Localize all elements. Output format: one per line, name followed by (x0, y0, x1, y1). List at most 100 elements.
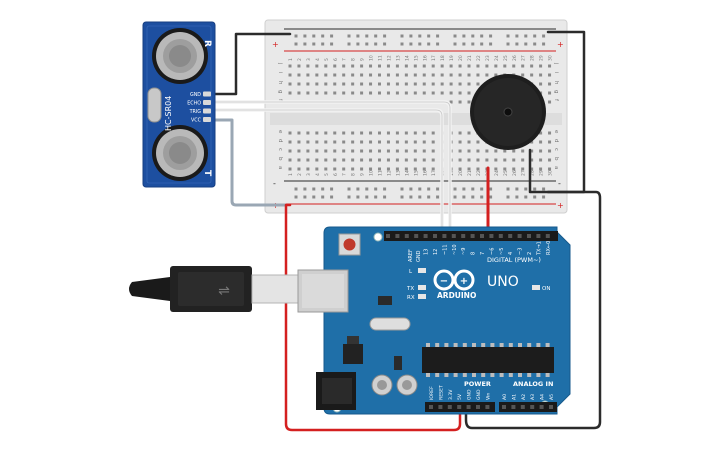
breadboard-hole[interactable] (467, 73, 471, 77)
breadboard-hole[interactable] (306, 167, 310, 171)
breadboard-hole[interactable] (378, 149, 381, 153)
breadboard-hole[interactable] (413, 131, 417, 135)
power-pin[interactable] (466, 405, 471, 409)
breadboard-hole[interactable] (324, 73, 328, 77)
breadboard-hole[interactable] (333, 64, 337, 68)
breadboard-hole[interactable] (324, 158, 328, 162)
breadboard-hole[interactable] (288, 167, 292, 171)
rail-hole[interactable] (383, 42, 387, 46)
breadboard-hole[interactable] (333, 73, 337, 77)
breadboard-hole[interactable] (431, 167, 435, 171)
breadboard-hole[interactable] (369, 64, 373, 68)
breadboard-hole[interactable] (342, 82, 346, 86)
breadboard-hole[interactable] (369, 131, 373, 135)
breadboard-hole[interactable] (386, 140, 390, 144)
breadboard-hole[interactable] (539, 167, 543, 171)
breadboard-hole[interactable] (548, 73, 552, 77)
breadboard-hole[interactable] (395, 140, 399, 144)
breadboard-hole[interactable] (548, 64, 552, 68)
breadboard-hole[interactable] (395, 73, 399, 77)
breadboard-hole[interactable] (395, 167, 399, 171)
breadboard-hole[interactable] (342, 158, 346, 162)
breadboard-hole[interactable] (440, 91, 444, 95)
breadboard-hole[interactable] (539, 149, 543, 153)
breadboard-hole[interactable] (333, 131, 337, 135)
breadboard-hole[interactable] (324, 167, 328, 171)
breadboard-hole[interactable] (422, 131, 426, 135)
breadboard-hole[interactable] (476, 158, 480, 162)
breadboard-hole[interactable] (404, 82, 408, 86)
breadboard-hole[interactable] (306, 64, 310, 68)
breadboard-hole[interactable] (395, 91, 399, 95)
breadboard-hole[interactable] (458, 167, 462, 171)
breadboard-hole[interactable] (315, 131, 319, 135)
rail-hole[interactable] (374, 187, 378, 191)
breadboard-hole[interactable] (521, 64, 525, 68)
breadboard-hole[interactable] (315, 140, 319, 144)
breadboard-hole[interactable] (476, 64, 480, 68)
breadboard-hole[interactable] (404, 91, 408, 95)
sensor-pin[interactable] (203, 117, 211, 122)
rail-hole[interactable] (506, 187, 510, 191)
breadboard-hole[interactable] (485, 64, 489, 68)
rail-hole[interactable] (418, 34, 422, 38)
breadboard-hole[interactable] (288, 91, 292, 95)
breadboard-hole[interactable] (297, 140, 301, 144)
breadboard-hole[interactable] (449, 82, 453, 86)
rail-hole[interactable] (312, 42, 316, 46)
breadboard-hole[interactable] (467, 140, 471, 144)
breadboard-hole[interactable] (413, 158, 417, 162)
breadboard-hole[interactable] (360, 82, 364, 86)
rail-hole[interactable] (427, 42, 431, 46)
rail-hole[interactable] (365, 195, 369, 199)
rail-hole[interactable] (356, 42, 360, 46)
breadboard-hole[interactable] (548, 91, 552, 95)
breadboard-hole[interactable] (395, 158, 399, 162)
breadboard-hole[interactable] (458, 100, 462, 104)
header-pin[interactable] (386, 234, 390, 238)
breadboard-hole[interactable] (297, 82, 301, 86)
breadboard-hole[interactable] (288, 158, 292, 162)
header-pin[interactable] (461, 234, 466, 238)
breadboard-hole[interactable] (324, 131, 328, 135)
breadboard-hole[interactable] (503, 64, 507, 68)
breadboard-hole[interactable] (288, 149, 292, 153)
breadboard-hole[interactable] (360, 167, 364, 171)
header-pin[interactable] (498, 234, 503, 238)
breadboard-hole[interactable] (351, 91, 355, 95)
rail-hole[interactable] (356, 195, 360, 199)
usb-cable[interactable]: ⇌ (129, 266, 301, 312)
breadboard-hole[interactable] (512, 64, 516, 68)
rail-hole[interactable] (480, 34, 484, 38)
rail-hole[interactable] (533, 42, 537, 46)
rail-hole[interactable] (515, 42, 519, 46)
rail-hole[interactable] (312, 34, 316, 38)
breadboard-hole[interactable] (548, 82, 552, 86)
breadboard-hole[interactable] (548, 149, 552, 153)
breadboard-hole[interactable] (297, 131, 301, 135)
breadboard-hole[interactable] (378, 91, 381, 95)
breadboard-hole[interactable] (324, 82, 328, 86)
rail-hole[interactable] (542, 42, 546, 46)
breadboard-hole[interactable] (548, 167, 552, 171)
breadboard-hole[interactable] (404, 131, 408, 135)
breadboard-hole[interactable] (476, 149, 480, 153)
sensor-pin[interactable] (203, 91, 211, 97)
breadboard-hole[interactable] (476, 82, 480, 86)
breadboard-hole[interactable] (494, 64, 498, 68)
breadboard-hole[interactable] (422, 167, 426, 171)
breadboard-hole[interactable] (521, 149, 525, 153)
rail-hole[interactable] (330, 42, 334, 46)
rail-hole[interactable] (453, 187, 457, 191)
rail-hole[interactable] (489, 42, 493, 46)
breadboard-hole[interactable] (395, 131, 399, 135)
header-pin[interactable] (470, 234, 475, 238)
breadboard-hole[interactable] (548, 158, 552, 162)
rail-hole[interactable] (374, 42, 378, 46)
rail-hole[interactable] (489, 195, 493, 199)
breadboard-hole[interactable] (476, 73, 480, 77)
rail-hole[interactable] (303, 34, 307, 38)
breadboard-hole[interactable] (521, 167, 525, 171)
rail-hole[interactable] (418, 187, 422, 191)
breadboard-hole[interactable] (530, 167, 534, 171)
